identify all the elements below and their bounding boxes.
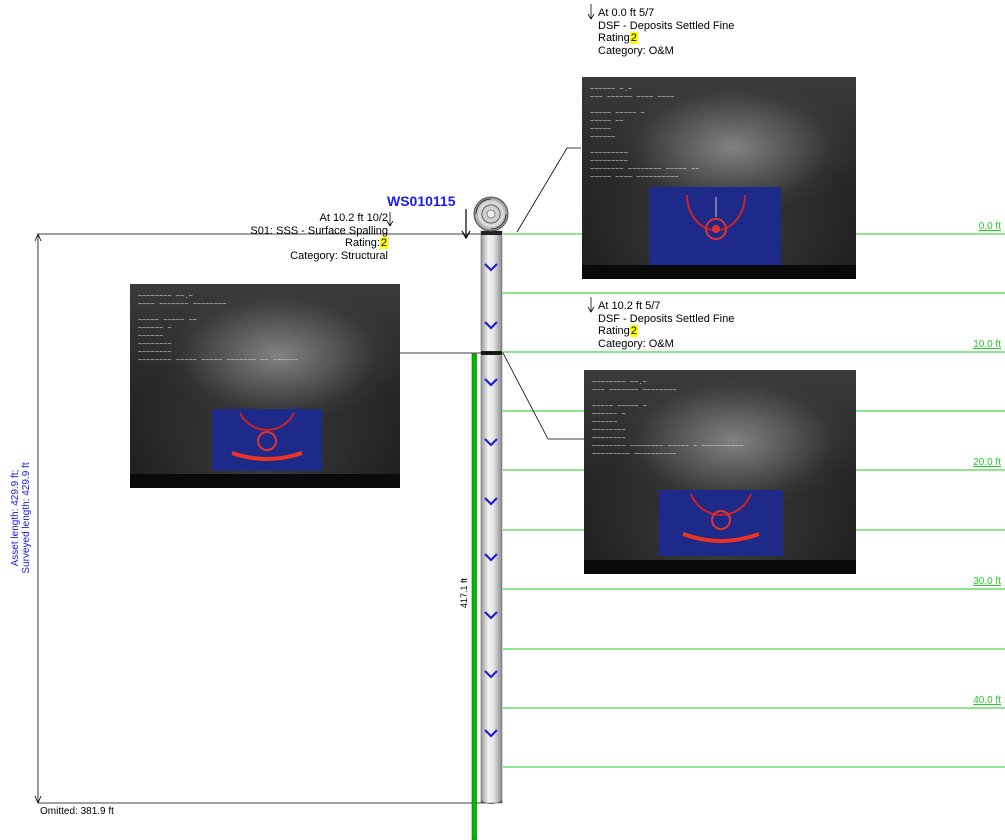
observation-2[interactable]: At 10.2 ft 10/2 S01: SSS - Surface Spall… bbox=[230, 212, 388, 262]
observation-position: At 0.0 ft 5/7 bbox=[598, 7, 655, 19]
ruler-label: 20.0 ft bbox=[973, 457, 1001, 468]
surveyed-length-text: Surveyed length: 429.9 ft bbox=[21, 462, 32, 574]
manhole-icon bbox=[473, 196, 509, 232]
photo-overlay-text: ~~~~~~~~ ~~.~ ~~~ ~~~~~~~ ~~~~~~~~ ~~~~~… bbox=[592, 378, 744, 458]
observation-position: At 10.2 ft 5/7 bbox=[598, 300, 661, 312]
observation-photo-2[interactable]: ~~~~~~~~ ~~.~ ~~~~ ~~~~~~~ ~~~~~~~~ ~~~~… bbox=[130, 284, 400, 488]
photo-footer bbox=[582, 265, 856, 279]
photo-footer bbox=[130, 474, 400, 488]
ruler-label: 40.0 ft bbox=[973, 695, 1001, 706]
flow-chevron-icon bbox=[484, 611, 498, 620]
observation-code: DSF - Deposits Settled Fine bbox=[598, 312, 735, 325]
pipe-profile-inset bbox=[659, 490, 783, 556]
flow-chevron-icon bbox=[484, 729, 498, 738]
observation-photo-3[interactable]: ~~~~~~~~ ~~.~ ~~~ ~~~~~~~ ~~~~~~~~ ~~~~~… bbox=[584, 370, 856, 574]
observation-position: At 10.2 ft 10/2 bbox=[319, 212, 389, 224]
surveyed-segment-bar bbox=[471, 353, 477, 840]
flow-chevron-icon bbox=[484, 263, 498, 272]
observation-rating: Rating2 bbox=[598, 325, 638, 337]
photo-overlay-text: ~~~~~~ ~.~ ~~~ ~~~~~~ ~~~~ ~~~~ ~~~~~ ~~… bbox=[590, 85, 700, 181]
omitted-label: Omitted: 381.9 ft bbox=[40, 806, 114, 817]
flow-chevron-icon bbox=[484, 438, 498, 447]
observation-code: DSF - Deposits Settled Fine bbox=[598, 19, 735, 32]
flow-chevron-icon bbox=[484, 553, 498, 562]
flow-chevron-icon bbox=[484, 321, 498, 330]
observation-3[interactable]: At 10.2 ft 5/7 DSF - Deposits Settled Fi… bbox=[598, 300, 734, 350]
observation-rating: Rating2 bbox=[598, 32, 638, 44]
leader-lines bbox=[400, 147, 584, 440]
pipe bbox=[480, 230, 503, 804]
rating-badge: 2 bbox=[379, 237, 388, 249]
asset-length-dimension bbox=[34, 232, 492, 805]
ruler-label: 30.0 ft bbox=[973, 576, 1001, 587]
observation-category: Category: Structural bbox=[290, 249, 388, 262]
flow-chevron-icon bbox=[484, 378, 498, 387]
pipe-profile-inset bbox=[212, 409, 322, 471]
observation-rating: Rating:2 bbox=[345, 237, 388, 249]
observation-arrows bbox=[386, 4, 595, 313]
photo-overlay-text: ~~~~~~~~ ~~.~ ~~~~ ~~~~~~~ ~~~~~~~~ ~~~~… bbox=[138, 292, 299, 364]
asset-length-text: Asset length: 429.9 ft; bbox=[10, 469, 21, 567]
flow-arrow-icon bbox=[461, 209, 471, 240]
flow-chevron-icon bbox=[484, 670, 498, 679]
observation-photo-1[interactable]: ~~~~~~ ~.~ ~~~ ~~~~~~ ~~~~ ~~~~ ~~~~~ ~~… bbox=[582, 77, 856, 279]
ruler-label: 0.0 ft bbox=[978, 221, 1001, 232]
observation-category: Category: O&M bbox=[598, 44, 674, 57]
asset-length-label: Asset length: 429.9 ft; Surveyed length:… bbox=[10, 462, 32, 573]
asset-id-label[interactable]: WS010115 bbox=[387, 193, 456, 209]
observation-code: S01: SSS - Surface Spalling bbox=[250, 224, 388, 237]
observation-1[interactable]: At 0.0 ft 5/7 DSF - Deposits Settled Fin… bbox=[598, 7, 734, 57]
segment-length-label: 417.1 ft bbox=[458, 577, 469, 609]
ruler-label: 10.0 ft bbox=[973, 339, 1001, 350]
rating-badge: 2 bbox=[629, 32, 638, 44]
photo-footer bbox=[584, 560, 856, 574]
pipe-profile-inset bbox=[649, 187, 781, 269]
flow-chevron-icon bbox=[484, 497, 498, 506]
observation-category: Category: O&M bbox=[598, 337, 674, 350]
rating-badge: 2 bbox=[629, 325, 638, 337]
